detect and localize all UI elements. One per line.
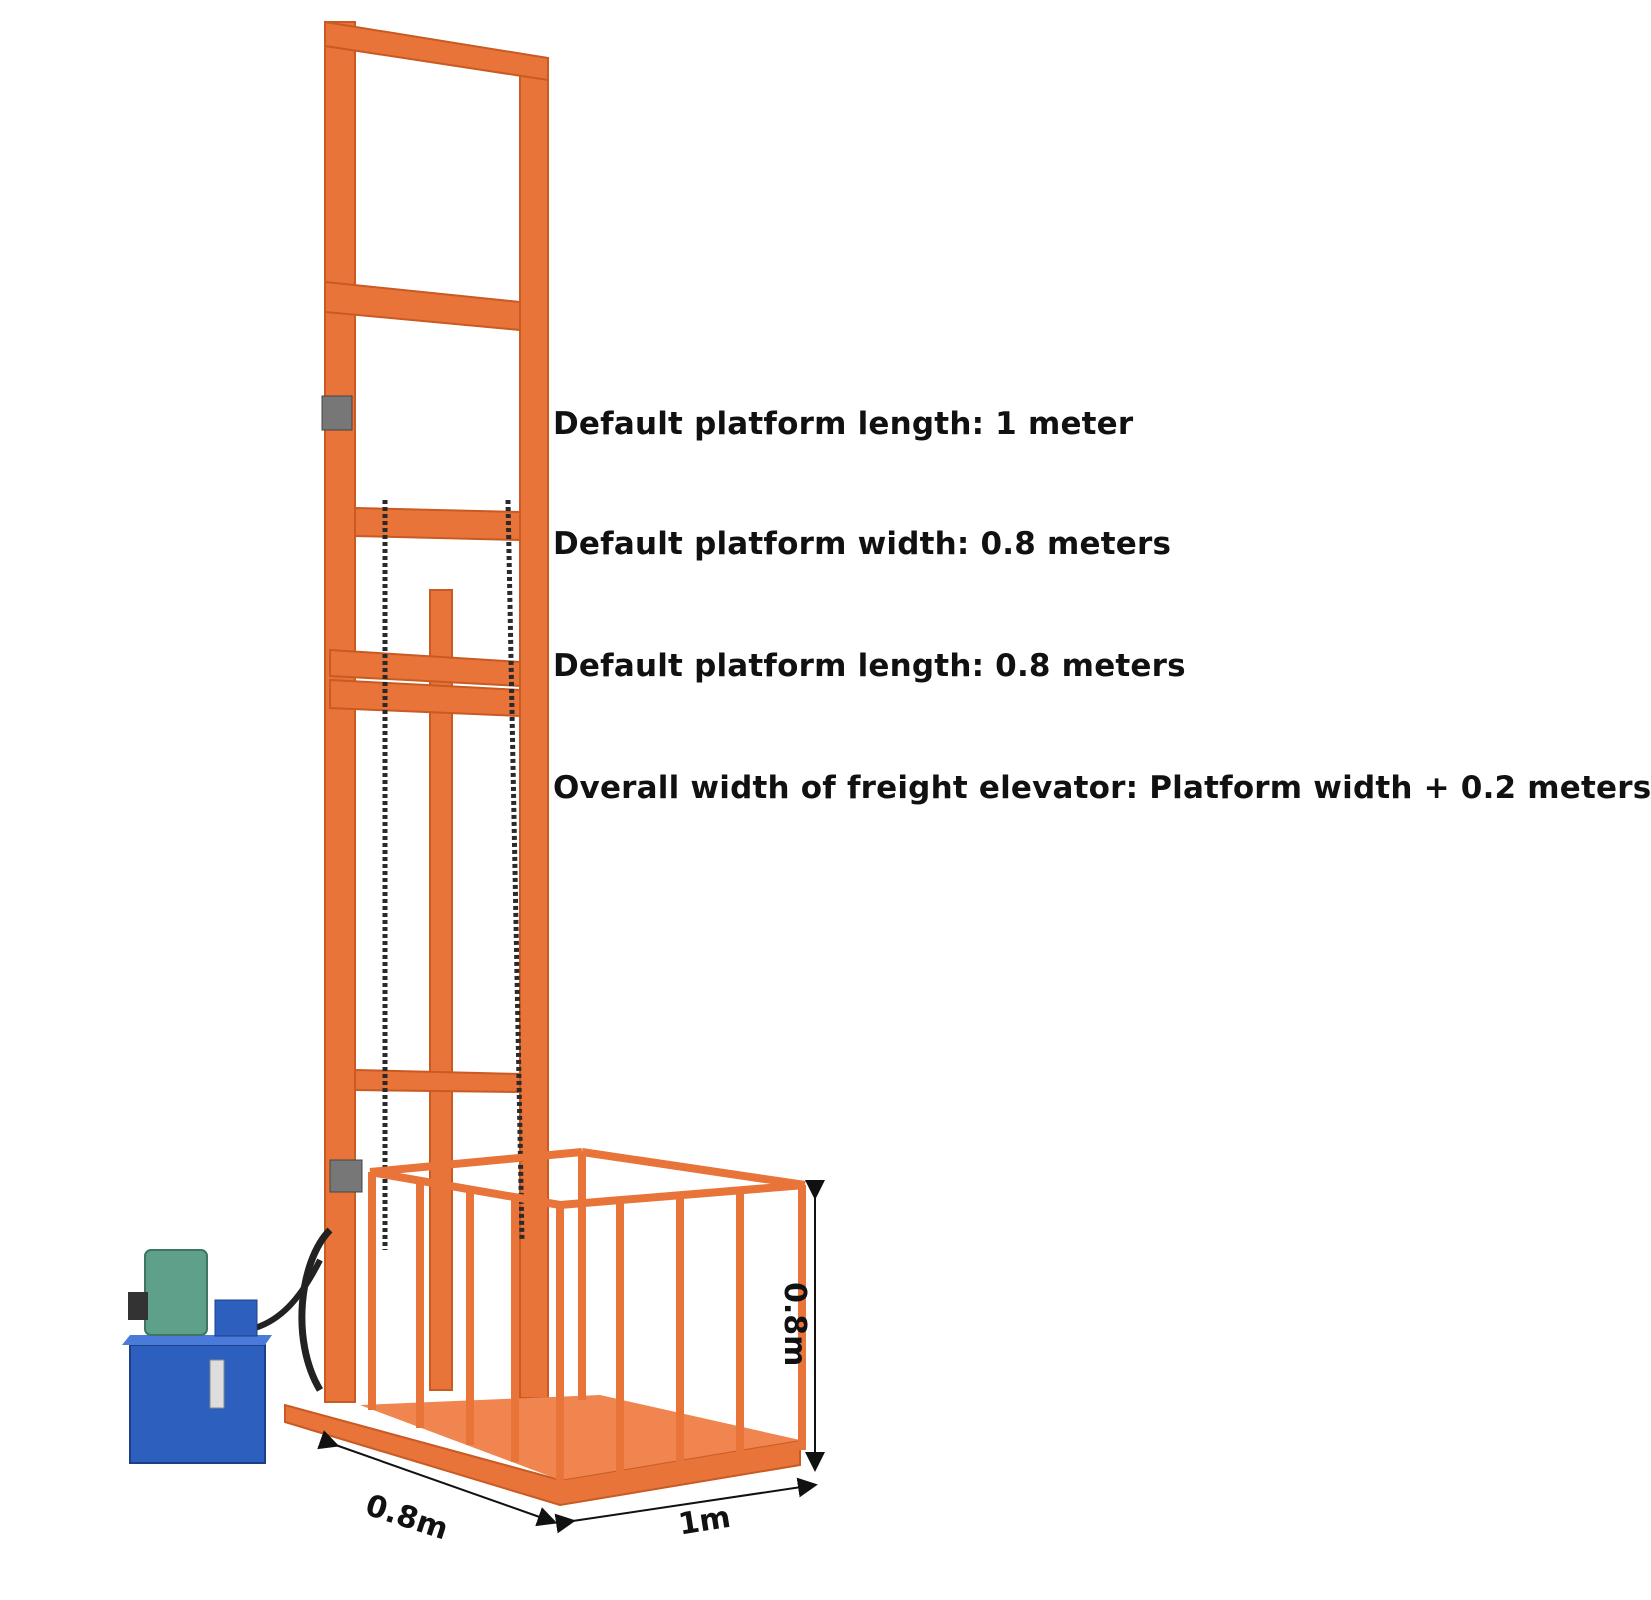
hydraulic-hose xyxy=(298,1227,333,1392)
mast-frame xyxy=(324,20,549,1403)
motor xyxy=(144,1249,208,1336)
spec-platform-length-08m: Default platform length: 0.8 meters xyxy=(553,648,1186,684)
rail-brackets xyxy=(321,395,363,1193)
lift-chains xyxy=(382,499,525,1250)
spec-overall-width: Overall width of freight elevator: Platf… xyxy=(553,770,1651,806)
dimension-height-label: 0.8m xyxy=(777,1282,812,1367)
spec-platform-width: Default platform width: 0.8 meters xyxy=(553,526,1172,562)
hydraulic-hose-2 xyxy=(254,1258,323,1331)
dimension-arrows xyxy=(317,1180,825,1534)
freight-elevator-illustration xyxy=(122,20,825,1534)
hydraulic-pump-unit xyxy=(122,1249,272,1464)
spec-platform-length-1m: Default platform length: 1 meter xyxy=(553,406,1134,442)
